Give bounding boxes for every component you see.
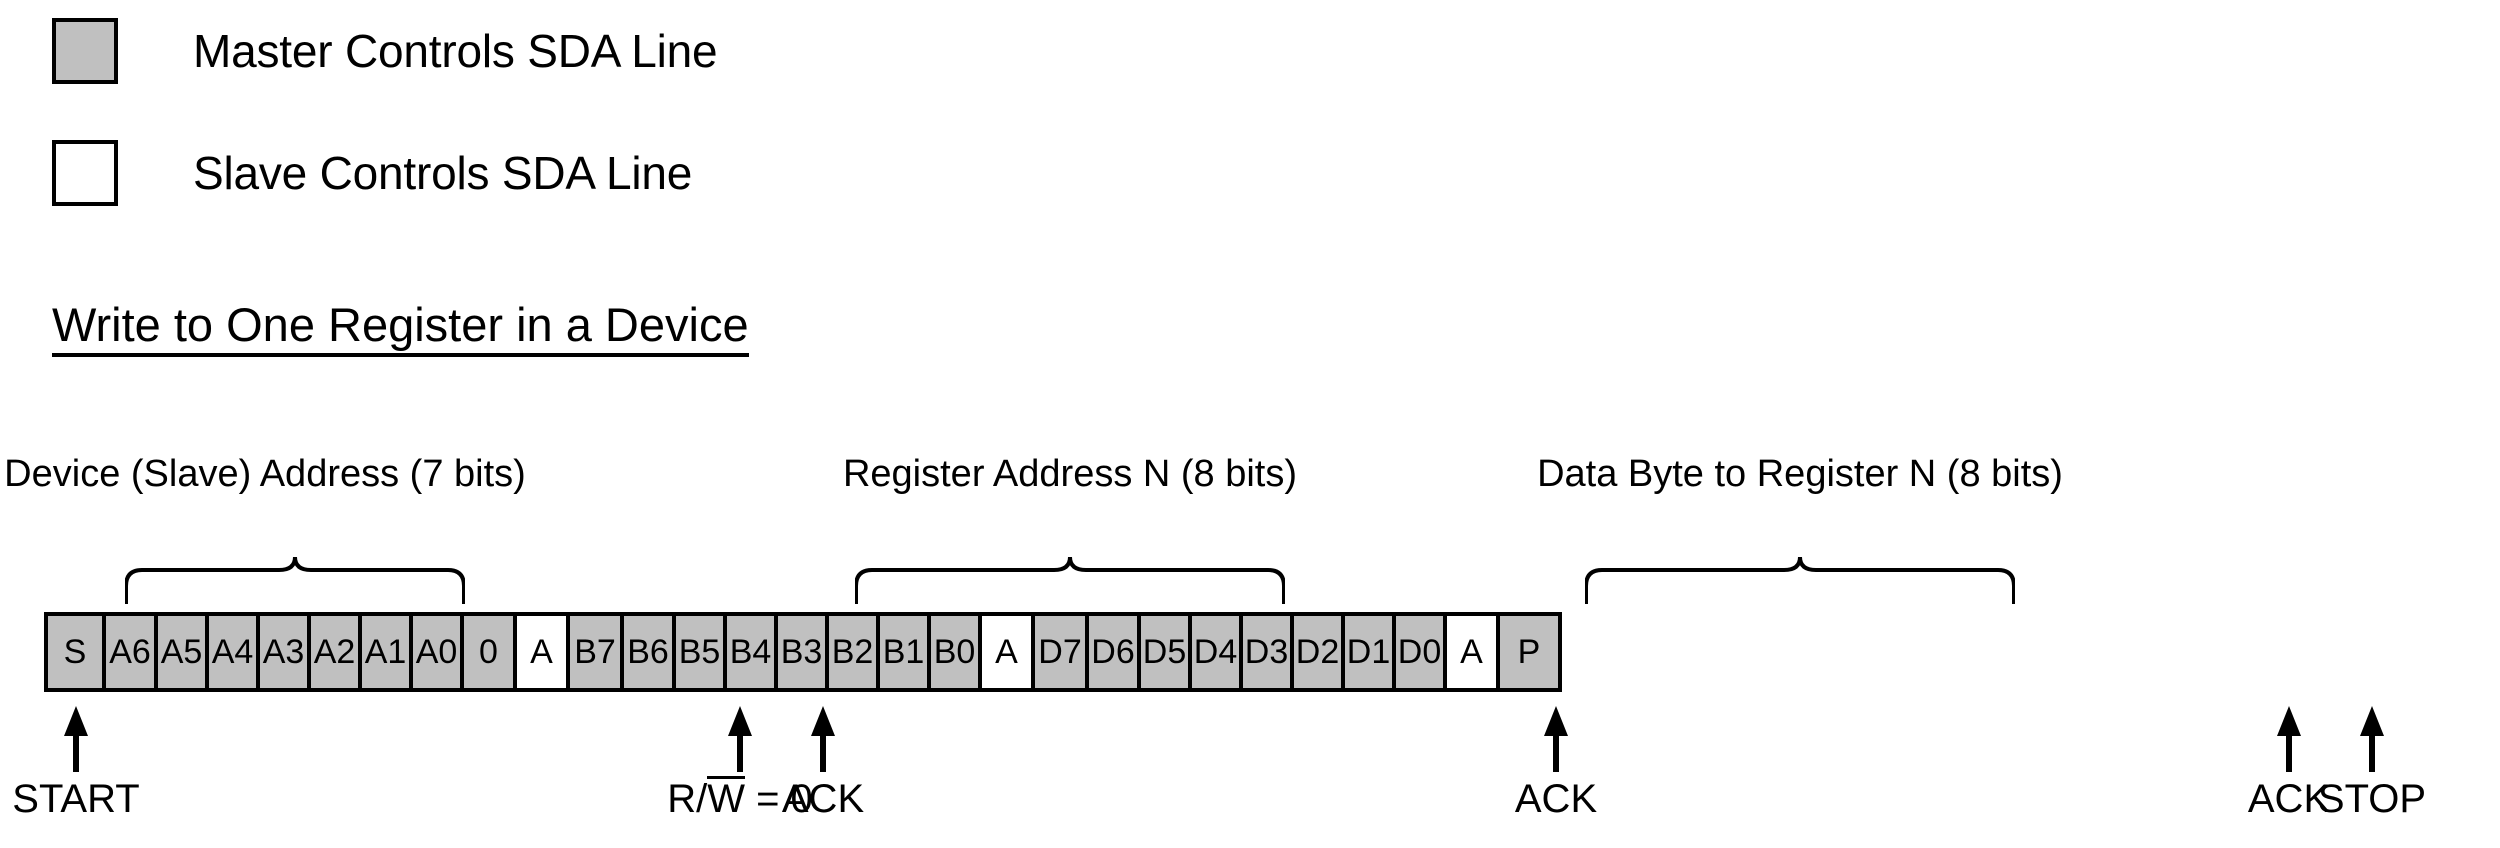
frame-cell-label: D1 — [1346, 633, 1391, 671]
frame-cell-d2-24: D2 — [1294, 616, 1345, 688]
frame-cell-label: D7 — [1038, 633, 1082, 671]
annotation-ack-2: ACK — [703, 706, 943, 822]
frame-cell-label: B4 — [729, 633, 772, 671]
frame-cell-label: A0 — [415, 633, 458, 671]
frame-cell-label: A5 — [160, 633, 203, 671]
annotation-ack-3: ACK — [1436, 706, 1676, 822]
frame-cell-label: A1 — [364, 633, 407, 671]
frame-cell-b1-16: B1 — [880, 616, 931, 688]
frame-cell-b0-17: B0 — [931, 616, 982, 688]
frame-cell-label: D2 — [1295, 633, 1340, 671]
frame-cell-label: B7 — [574, 633, 616, 671]
frame-cell-a1-6: A1 — [362, 616, 413, 688]
frame-cell-b5-12: B5 — [676, 616, 727, 688]
group-brace-1 — [855, 556, 1285, 604]
frame-cell-label: B1 — [882, 633, 925, 671]
frame-cell-label: A — [530, 633, 553, 671]
up-arrow-icon — [63, 706, 89, 772]
frame-cell-label: B3 — [780, 633, 823, 671]
frame-cell-label: P — [1517, 633, 1541, 671]
frame-cell-label: 0 — [479, 633, 498, 671]
group-label-1: Register Address N (8 bits) — [842, 453, 1298, 495]
frame-cell-0-8: 0 — [464, 616, 517, 688]
up-arrow-icon — [727, 706, 753, 772]
frame-cell-a6-1: A6 — [106, 616, 158, 688]
frame-cell-label: B6 — [627, 633, 669, 671]
frame-cell-label: A3 — [262, 633, 305, 671]
frame-cell-b7-10: B7 — [570, 616, 624, 688]
rw-overline-w: W — [707, 776, 745, 821]
group-brace-2 — [1585, 556, 2015, 604]
frame-cell-a2-5: A2 — [311, 616, 362, 688]
frame-cell-a-18: A — [982, 616, 1035, 688]
group-brace-0 — [125, 556, 465, 604]
frame-cell-label: D6 — [1091, 633, 1135, 671]
frame-cell-a4-3: A4 — [209, 616, 260, 688]
frame-cell-label: A4 — [211, 633, 254, 671]
frame-cell-p-28: P — [1500, 616, 1558, 688]
group-label-2: Data Byte to Register N (8 bits) — [1537, 453, 2063, 495]
frame-cell-d1-25: D1 — [1345, 616, 1396, 688]
frame-cell-label: D0 — [1397, 633, 1442, 671]
annotation-label: STOP — [2317, 777, 2427, 821]
frame-cell-d5-21: D5 — [1141, 616, 1192, 688]
annotation-r-w-0-1: R/W = 0 — [620, 706, 860, 822]
annotation-stop-5: STOP — [2252, 706, 2492, 822]
rw-suffix: = 0 — [744, 777, 813, 821]
frame-cell-d7-19: D7 — [1035, 616, 1089, 688]
frame-cell-d4-22: D4 — [1192, 616, 1243, 688]
frame-cell-b2-15: B2 — [829, 616, 880, 688]
frame-cell-label: B5 — [678, 633, 721, 671]
annotation-ack-4: ACK — [2169, 706, 2409, 822]
frame-cell-d6-20: D6 — [1089, 616, 1141, 688]
legend-slave-label: Slave Controls SDA Line — [193, 147, 693, 199]
page-title: Write to One Register in a Device — [52, 298, 749, 357]
frame-cell-b3-14: B3 — [778, 616, 829, 688]
annotation-label: ACK — [2247, 777, 2331, 821]
frame-cell-s-0: S — [48, 616, 106, 688]
frame-cell-label: A — [995, 633, 1018, 671]
frame-cell-b4-13: B4 — [727, 616, 778, 688]
frame-cell-label: A6 — [109, 633, 151, 671]
rw-prefix: R/ — [667, 777, 708, 821]
up-arrow-icon — [1543, 706, 1569, 772]
group-label-0: Device (Slave) Address (7 bits) — [4, 453, 526, 495]
frame-cell-d3-23: D3 — [1243, 616, 1294, 688]
frame-cell-a0-7: A0 — [413, 616, 464, 688]
frame-cell-a5-2: A5 — [158, 616, 209, 688]
frame-cell-label: B0 — [933, 633, 976, 671]
frame-cell-a-9: A — [517, 616, 570, 688]
annotation-label: START — [12, 777, 140, 821]
annotation-start-0: START — [0, 706, 196, 822]
frame-cell-label: B2 — [831, 633, 874, 671]
legend-slave-swatch — [52, 140, 118, 206]
up-arrow-icon — [2276, 706, 2302, 772]
legend-master-swatch — [52, 18, 118, 84]
frame-cell-a3-4: A3 — [260, 616, 311, 688]
frame-cell-label: S — [63, 633, 87, 671]
frame-cell-b6-11: B6 — [624, 616, 676, 688]
frame-cell-label: A2 — [313, 633, 356, 671]
frame-cell-a-27: A — [1447, 616, 1500, 688]
frame-cell-label: D3 — [1244, 633, 1289, 671]
frame-cell-label: A — [1460, 633, 1483, 671]
annotation-label: R/W = 0 — [620, 776, 860, 822]
annotation-label: ACK — [781, 777, 865, 821]
legend-master-label: Master Controls SDA Line — [193, 25, 718, 77]
frame-cell-label: D5 — [1142, 633, 1187, 671]
frame-cell-label: D4 — [1193, 633, 1238, 671]
frame-cell-d0-26: D0 — [1396, 616, 1447, 688]
annotation-label: ACK — [1514, 777, 1598, 821]
up-arrow-icon — [810, 706, 836, 772]
up-arrow-icon — [2359, 706, 2385, 772]
